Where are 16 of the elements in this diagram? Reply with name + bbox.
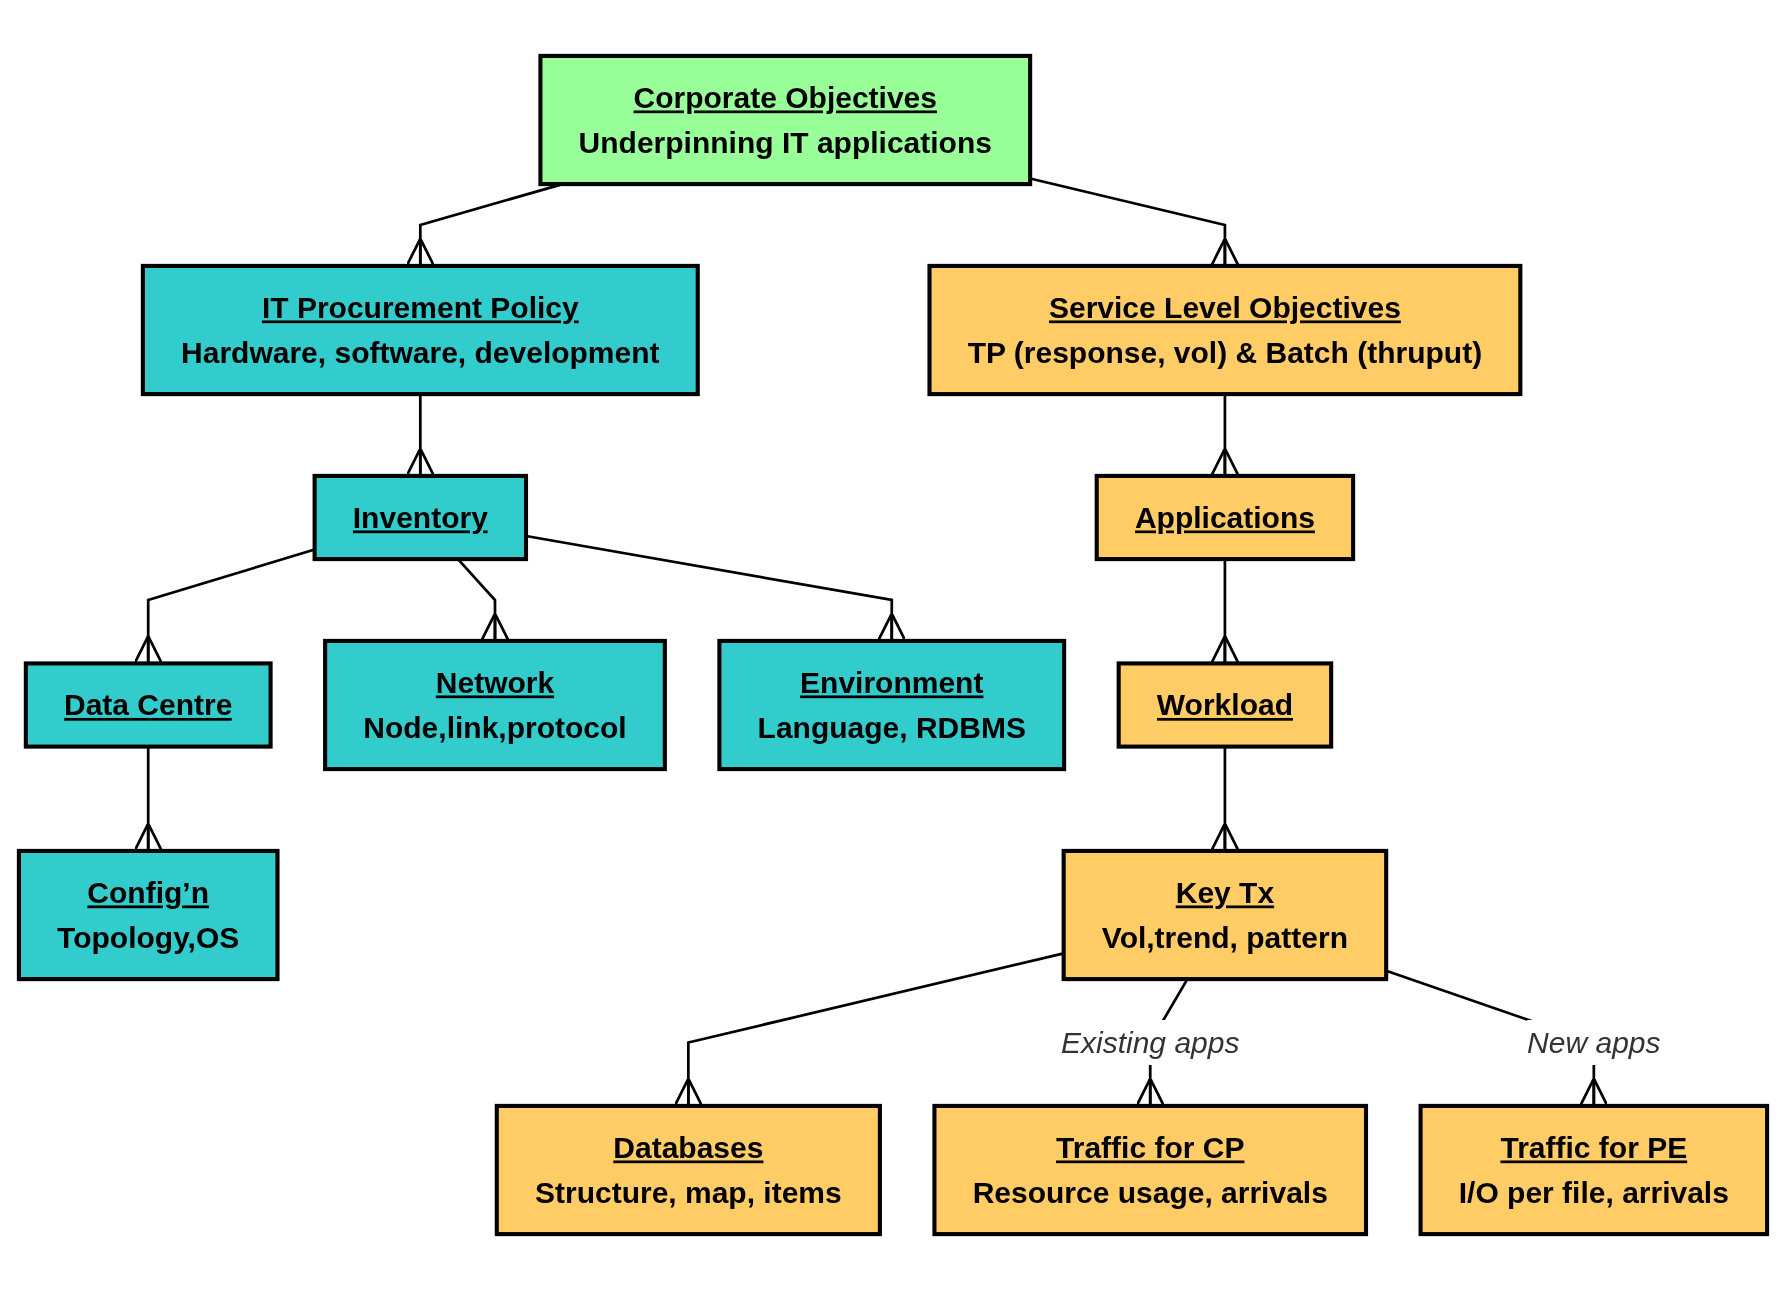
node-box: Data Centre bbox=[23, 661, 273, 750]
node-box: Traffic for CP Resource usage, arrivals bbox=[932, 1104, 1369, 1237]
node-box: Service Level Objectives TP (response, vol) & Batch (thruput) bbox=[927, 264, 1523, 397]
node-box: Traffic for PE I/O per file, arrivals bbox=[1418, 1104, 1770, 1237]
node-box: Corporate Objectives Underpinning IT applications bbox=[538, 54, 1033, 187]
node-box: Databases Structure, map, items bbox=[494, 1104, 882, 1237]
node-box: Inventory bbox=[312, 474, 529, 562]
node-box: IT Procurement Policy Hardware, software, development bbox=[140, 264, 700, 397]
node-box: Config’n Topology,OS bbox=[16, 849, 280, 982]
node-box: Key Tx Vol,trend, pattern bbox=[1061, 849, 1389, 982]
edge-label: Existing apps bbox=[1061, 1025, 1240, 1061]
edge-label: New apps bbox=[1527, 1025, 1661, 1061]
node-box: Environment Language, RDBMS bbox=[717, 639, 1067, 772]
node-box: Network Node,link,protocol bbox=[323, 639, 667, 772]
node-box: Workload bbox=[1116, 661, 1334, 750]
node-box: Applications bbox=[1094, 474, 1356, 562]
